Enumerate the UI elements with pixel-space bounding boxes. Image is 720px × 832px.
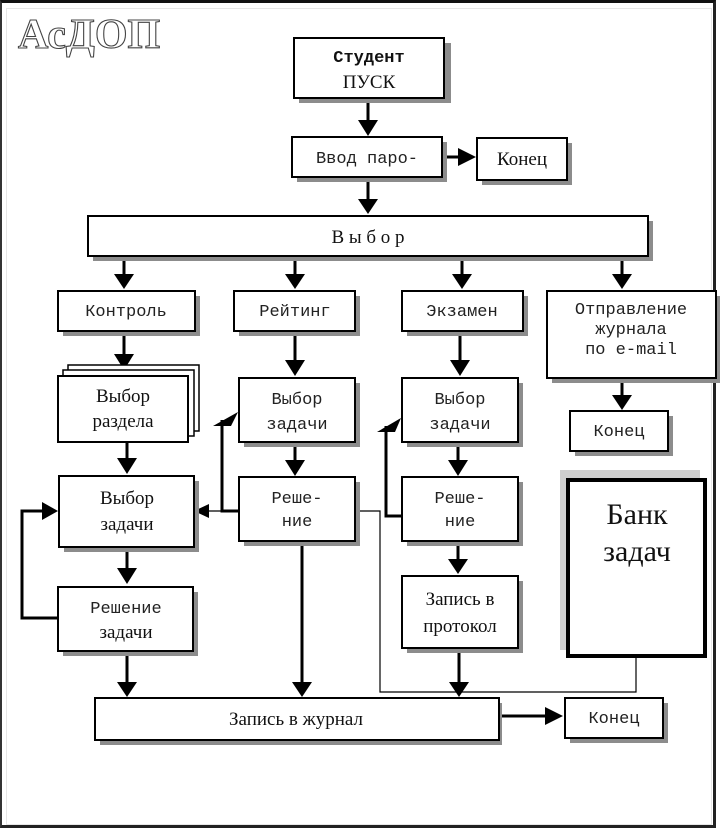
rating-task-line1: Выбор — [271, 391, 322, 410]
send-journal-line3: по e-mail — [585, 341, 677, 360]
arrow-solve-loop-rating — [220, 420, 238, 513]
node-start[interactable]: Студент ПУСК — [293, 37, 451, 103]
node-rating[interactable]: Рейтинг — [233, 290, 360, 336]
diagram-inner-frame — [6, 8, 712, 825]
arrowhead — [285, 460, 305, 476]
node-choice[interactable]: В ы б о р — [87, 215, 653, 261]
arrowhead — [450, 360, 470, 376]
node-end-send[interactable]: Конец — [569, 410, 673, 456]
arrowhead — [612, 395, 632, 410]
exam-protocol-line1: Запись в — [426, 589, 495, 610]
arrowhead — [285, 274, 305, 289]
node-exam-solve[interactable]: Реше- ние — [401, 476, 523, 546]
control-label: Контроль — [85, 303, 167, 322]
node-control-task[interactable]: Выбор задачи — [58, 475, 199, 552]
arrowhead — [114, 274, 134, 289]
rating-solve-line2: ние — [282, 513, 313, 532]
exam-solve-line1: Реше- — [434, 490, 485, 509]
arrowhead — [42, 502, 58, 520]
arrowhead — [545, 707, 563, 725]
node-task-bank[interactable]: Банк задач — [560, 470, 707, 658]
end-send-label: Конец — [593, 423, 644, 442]
node-send-journal[interactable]: Отправление журнала по e-mail — [546, 290, 720, 383]
node-password-entry[interactable]: Ввод паро- — [291, 136, 447, 182]
arrowhead — [358, 199, 378, 214]
node-end-password[interactable]: Конец — [476, 137, 572, 185]
arrowhead — [448, 460, 468, 476]
node-control-section[interactable]: Выбор раздела — [57, 364, 200, 443]
arrowhead — [612, 274, 632, 289]
end-journal-label: Конец — [588, 710, 639, 729]
arrowhead — [117, 568, 137, 584]
node-control[interactable]: Контроль — [57, 290, 200, 336]
end-password-label: Конец — [497, 149, 547, 170]
arrowhead — [449, 682, 469, 697]
send-journal-line2: журнала — [595, 321, 666, 340]
arrow-solve-loop-control — [20, 509, 58, 620]
rating-label: Рейтинг — [259, 303, 330, 322]
node-end-journal[interactable]: Конец — [564, 697, 668, 743]
control-solve-line1: Решение — [90, 600, 161, 619]
start-title: Студент — [333, 49, 404, 68]
arrowhead — [292, 682, 312, 697]
exam-task-line1: Выбор — [434, 391, 485, 410]
control-section-line1: Выбор — [96, 386, 150, 407]
logo: АсДОП — [18, 12, 160, 58]
node-exam-task[interactable]: Выбор задачи — [401, 377, 523, 447]
arrowhead — [117, 458, 137, 474]
node-rating-solve[interactable]: Реше- ние — [238, 476, 360, 546]
arrowhead — [358, 120, 378, 136]
node-exam[interactable]: Экзамен — [401, 290, 528, 336]
arrows — [20, 100, 632, 725]
rating-task-line2: задачи — [266, 416, 327, 435]
send-journal-line1: Отправление — [575, 301, 687, 320]
control-task-line1: Выбор — [100, 488, 154, 509]
password-label: Ввод паро- — [316, 150, 418, 169]
journal-label: Запись в журнал — [229, 709, 364, 730]
exam-solve-line2: ние — [445, 513, 476, 532]
arrowhead — [377, 418, 401, 432]
control-section-line2: раздела — [92, 411, 154, 432]
node-rating-task[interactable]: Выбор задачи — [238, 377, 360, 447]
exam-label: Экзамен — [426, 303, 497, 322]
arrowhead — [114, 354, 134, 370]
arrowhead — [458, 148, 476, 166]
arrow-solve-loop-exam — [384, 426, 401, 518]
arrowhead — [213, 412, 238, 426]
arrowhead — [117, 682, 137, 697]
rating-solve-line1: Реше- — [271, 490, 322, 509]
control-solve-line2: задачи — [99, 622, 152, 643]
node-control-solve[interactable]: Решение задачи — [57, 586, 198, 656]
bank-to-control-task-arrowhead — [194, 504, 209, 518]
task-bank-line1: Банк — [606, 498, 668, 531]
task-bank-line2: задач — [603, 535, 671, 568]
choice-label: В ы б о р — [331, 227, 404, 248]
node-journal[interactable]: Запись в журнал — [94, 697, 502, 745]
arrowhead — [452, 274, 472, 289]
exam-task-line2: задачи — [429, 416, 490, 435]
exam-protocol-line2: протокол — [423, 616, 497, 637]
arrowhead — [448, 559, 468, 574]
arrowhead — [285, 360, 305, 376]
control-task-line2: задачи — [100, 514, 153, 535]
node-exam-protocol[interactable]: Запись в протокол — [401, 575, 523, 653]
start-label: ПУСК — [343, 72, 396, 93]
